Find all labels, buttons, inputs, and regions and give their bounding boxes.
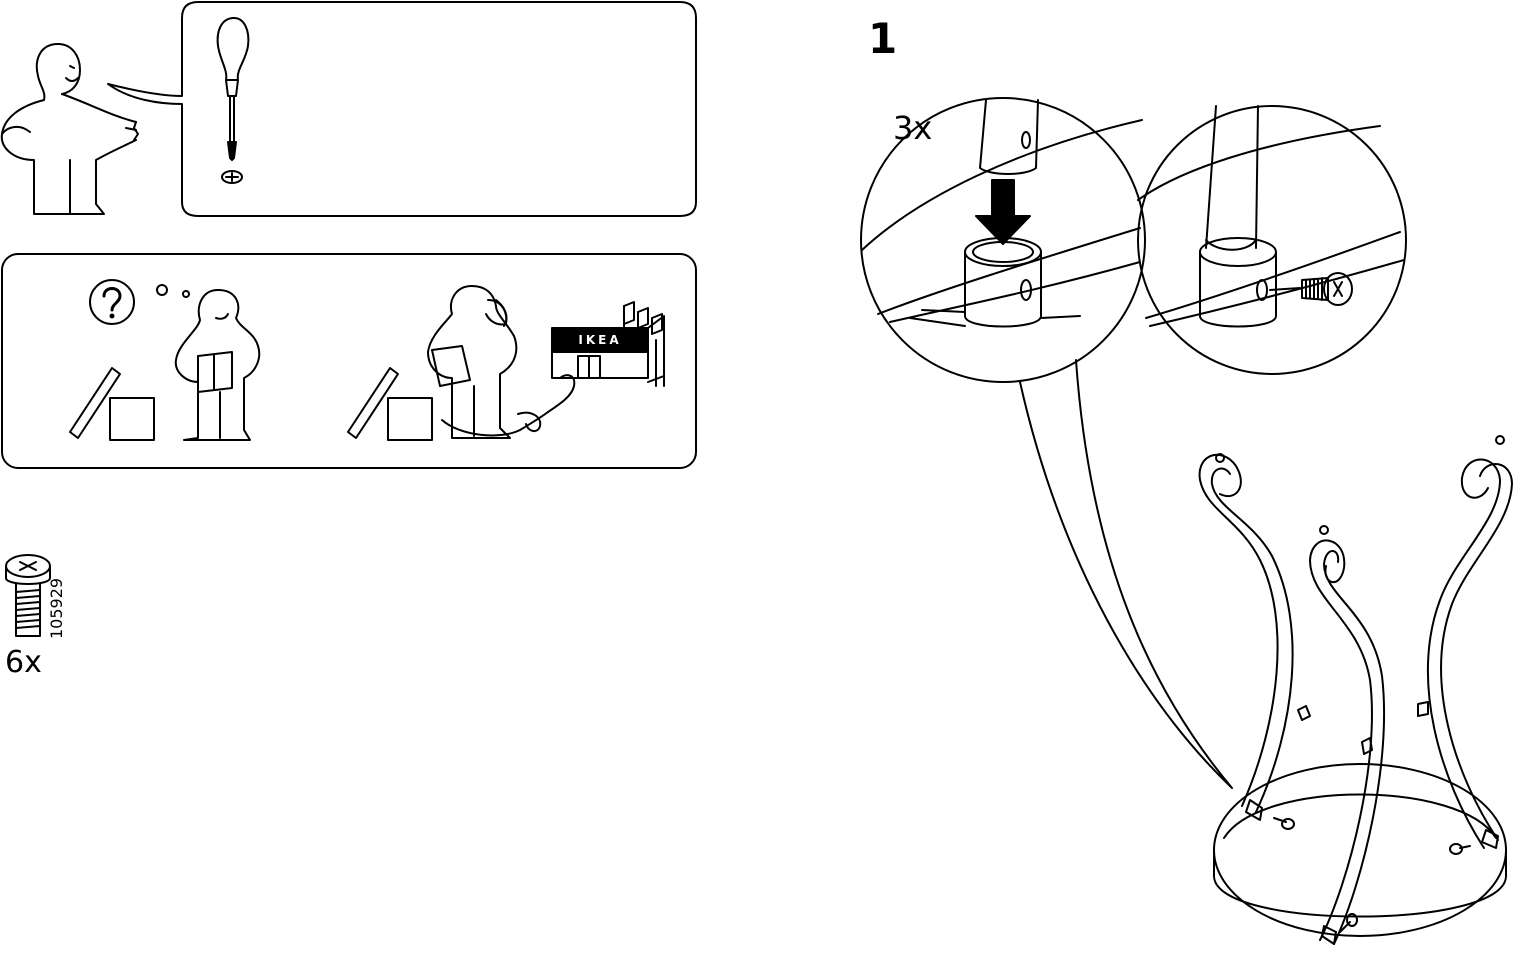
tools-panel — [2, 2, 696, 216]
tool-speech-bubble — [108, 2, 696, 216]
open-box-left — [70, 368, 120, 438]
ikea-man-figure — [2, 44, 138, 214]
step-number: 1 — [868, 18, 897, 60]
confused-man-figure — [176, 290, 259, 440]
hardware-quantity-label: 6x — [5, 648, 42, 678]
screw-icon — [6, 555, 50, 636]
detail-callout-pointer — [1020, 360, 1232, 788]
step-quantity-label: 3x — [893, 112, 932, 144]
lamp-leg-middle — [1310, 526, 1384, 944]
detail-circle-fasten-screw — [1138, 106, 1406, 374]
screwdriver-icon — [218, 18, 249, 183]
open-box-right — [348, 368, 398, 438]
help-panel — [2, 254, 696, 468]
hardware-part-number: 105929 — [49, 578, 65, 639]
ikea-store-sign: IKEA — [554, 334, 646, 346]
